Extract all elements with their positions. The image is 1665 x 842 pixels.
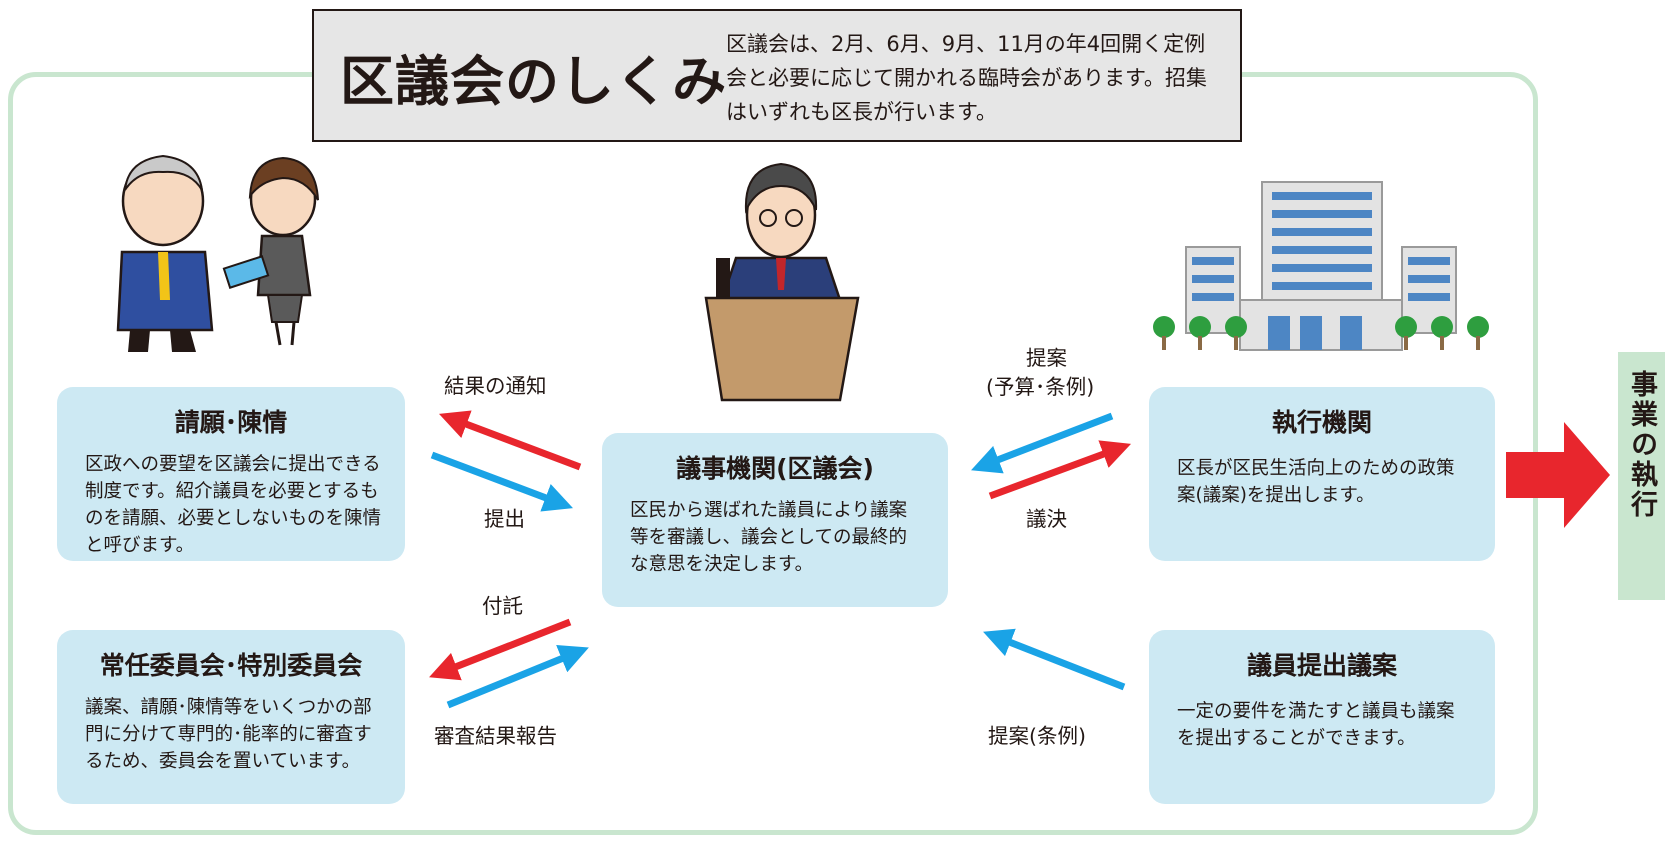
- committee-box: 常任委員会･特別委員会 議案、請願･陳情等をいくつかの部門に分けて専門的･能率的…: [57, 630, 405, 804]
- member-proposal-label: 提案(条例): [988, 724, 1086, 748]
- speaker-illustration: [704, 162, 860, 402]
- committee-text: 議案、請願･陳情等をいくつかの部門に分けて専門的･能率的に審査するため、委員会を…: [85, 697, 372, 772]
- executive-title: 執行機関: [1271, 408, 1372, 437]
- page-title: 区議会のしくみ: [340, 50, 728, 113]
- petition-title: 請願･陳情: [174, 408, 288, 437]
- member-bill-box: 議員提出議案 一定の要件を満たすと議員も議案を提出することができます。: [1149, 630, 1495, 804]
- petition-box: 請願･陳情 区政への要望を区議会に提出できる制度です。紹介議員を必要とするものを…: [57, 387, 405, 561]
- submit-label: 提出: [484, 507, 525, 531]
- result-notice-label: 結果の通知: [444, 374, 547, 398]
- header-description: 区議会は、2月、6月、9月、11月の年4回開く定例会と必要に応じて開かれる臨時会…: [726, 32, 1207, 124]
- assembly-title: 議事機関(区議会): [676, 454, 874, 483]
- submit-arrow: [430, 451, 574, 512]
- executive-box: 執行機関 区長が区民生活向上のための政策案(議案)を提出します。: [1149, 387, 1495, 561]
- proposal-arrow: [971, 412, 1114, 474]
- assembly-text: 区民から選ばれた議員により議案等を審議し、議会としての最終的な意思を決定します。: [630, 500, 908, 575]
- member-proposal-arrow: [983, 628, 1126, 691]
- resolution-label: 議決: [1026, 507, 1067, 531]
- petitioners-illustration: [116, 154, 319, 352]
- proposal-label-2: (予算･条例): [986, 375, 1095, 399]
- result-notice-arrow: [438, 410, 582, 471]
- petition-text: 区政への要望を区議会に提出できる制度です。紹介議員を必要とするものを請願、必要と…: [85, 454, 382, 556]
- project-execution-tab: 事業の執行: [1618, 352, 1665, 600]
- member-bill-title: 議員提出議案: [1246, 651, 1397, 680]
- project-execution-label: 事業の執行: [1626, 370, 1657, 520]
- refer-arrow: [429, 618, 572, 681]
- header-box: 区議会のしくみ 区議会は、2月、6月、9月、11月の年4回開く定例会と必要に応じ…: [312, 9, 1242, 142]
- proposal-label-1: 提案: [1026, 346, 1067, 370]
- resolution-arrow: [988, 440, 1132, 500]
- city-hall-illustration: [1153, 181, 1489, 351]
- refer-label: 付託: [482, 594, 523, 618]
- member-bill-text: 一定の要件を満たすと議員も議案を提出することができます。: [1177, 701, 1455, 749]
- committee-title: 常任委員会･特別委員会: [99, 651, 363, 680]
- executive-text: 区長が区民生活向上のための政策案(議案)を提出します。: [1177, 458, 1455, 506]
- assembly-box: 議事機関(区議会) 区民から選ばれた議員により議案等を審議し、議会としての最終的…: [602, 433, 948, 607]
- review-report-label: 審査結果報告: [434, 724, 557, 748]
- execution-arrow: [1506, 422, 1610, 528]
- review-report-arrow: [446, 645, 589, 709]
